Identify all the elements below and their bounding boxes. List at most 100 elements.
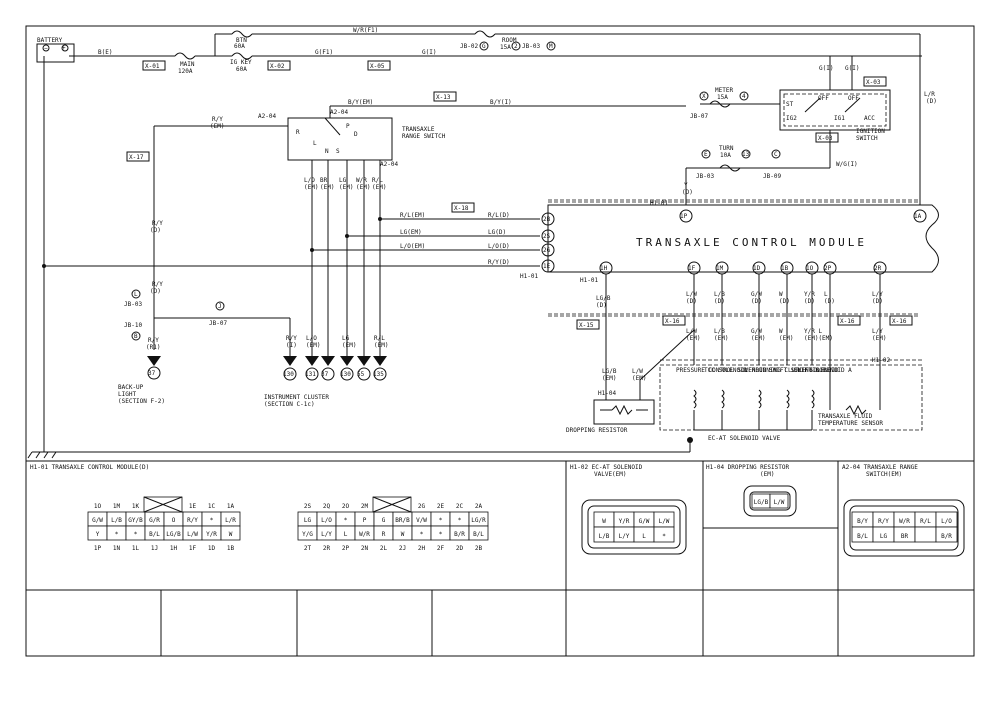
cluster-pin-arrow bbox=[321, 356, 335, 366]
conn-h101b-cell-text: * bbox=[439, 531, 443, 538]
tcm-output-em-label: W(EM) bbox=[779, 328, 793, 342]
conn-a204-housing bbox=[843, 499, 965, 557]
tcm-output-em-label: G/W(EM) bbox=[751, 328, 765, 342]
svg-text:R: R bbox=[296, 129, 300, 136]
svg-text:R/Y(D): R/Y(D) bbox=[150, 220, 163, 234]
conn-h101b-cell-text: L/Y bbox=[321, 531, 332, 538]
rs-x13: X-13 bbox=[436, 94, 451, 101]
conn-h101b-cell-text: BR/B bbox=[395, 517, 410, 524]
cluster-pin-arrow bbox=[340, 356, 354, 366]
conn-h101a-cell-text: * bbox=[115, 531, 119, 538]
conn-h104-title: H1-04 DROPPING RESISTOR(EM) bbox=[706, 464, 789, 478]
cluster-wire-label: R/L(EM) bbox=[374, 335, 388, 349]
tcm-output-d-label: L/B(D) bbox=[714, 291, 725, 305]
conn-pin-number: 2R bbox=[323, 545, 331, 552]
conn-h101a-cell-text: R/Y bbox=[187, 517, 198, 524]
conn-h102-cell-text: L/Y bbox=[619, 533, 630, 540]
tcm-output-d-label: G/W(D) bbox=[751, 291, 762, 305]
battery-label: BATTERY bbox=[37, 37, 63, 44]
svg-text:1P: 1P bbox=[680, 213, 688, 220]
svg-text:D: D bbox=[354, 131, 358, 138]
wire-by-em: B/Y(EM) bbox=[348, 99, 373, 106]
conn-h102-cell-text: L/W bbox=[659, 518, 670, 525]
conn-h104-cell-text: LG/B bbox=[754, 499, 769, 506]
cluster-pin-37 bbox=[321, 367, 335, 381]
tcm-output-d-label: L/Y(D) bbox=[872, 291, 883, 305]
tcm-module-box bbox=[547, 204, 939, 273]
conn-h101a-cell-text: G/W bbox=[92, 517, 103, 524]
ign-gi2: G(I) bbox=[845, 65, 859, 72]
conn-pin-number: 1K bbox=[132, 503, 140, 510]
conn-pin-number: 2B bbox=[475, 545, 483, 552]
solenoid-coil-symbol bbox=[721, 389, 725, 409]
conn-h101a-cell-text: L/W bbox=[187, 531, 198, 538]
conn-a204-cell bbox=[935, 526, 958, 543]
rs-a204c: A2-04 bbox=[380, 161, 398, 168]
svg-text:J: J bbox=[218, 303, 222, 310]
solenoid-coil-symbol bbox=[811, 389, 815, 409]
conn-h101a-cell-text: LG/B bbox=[166, 531, 181, 538]
conn-h101b-cell-text: R bbox=[382, 531, 386, 538]
conn-h102-cell-text: L/B bbox=[599, 533, 610, 540]
conn-pin-number: 1B bbox=[227, 545, 235, 552]
cluster-pin-135 bbox=[373, 367, 387, 381]
conn-h101b-cell-text: * bbox=[420, 531, 424, 538]
h102-label: H1-02 bbox=[872, 357, 890, 364]
tcm-pin-2S bbox=[541, 229, 555, 243]
svg-text:L: L bbox=[313, 140, 317, 147]
svg-text:S: S bbox=[336, 148, 340, 155]
tcm-h101b: H1-01 bbox=[520, 273, 538, 280]
conn-h101a-cell-text: * bbox=[210, 517, 214, 524]
conn-pin-number: 2G bbox=[418, 503, 426, 510]
conn-h101b-cell-text: * bbox=[439, 517, 443, 524]
tcm-input-d: R/L(D) bbox=[488, 212, 510, 219]
conn-pin-number: 1L bbox=[132, 545, 140, 552]
conn-h101b-cell-text: W bbox=[401, 531, 405, 538]
svg-text:ACC: ACC bbox=[864, 115, 875, 122]
conn-pin-number: 1A bbox=[227, 503, 235, 510]
tcm-pin-label: 1F bbox=[688, 265, 696, 272]
cluster-pin-131 bbox=[305, 367, 319, 381]
tcm-pin-label: 2S bbox=[543, 233, 551, 240]
conn-pin-number: 2M bbox=[361, 503, 369, 510]
tcm-x16a: X-16 bbox=[665, 318, 680, 325]
conn-h101b-cell-text: P bbox=[363, 517, 367, 524]
conn-a204-cell bbox=[914, 526, 937, 543]
conn-pin-number: 1J bbox=[151, 545, 158, 552]
svg-text:OFF: OFF bbox=[848, 95, 859, 102]
svg-text:X: X bbox=[702, 93, 706, 100]
ign-x03b: X-03 bbox=[818, 135, 833, 142]
cluster-wire-label: LG(EM) bbox=[342, 335, 356, 349]
conn-h101a-cell-text: * bbox=[134, 531, 138, 538]
conn-h104-cell-text: L/W bbox=[774, 499, 785, 506]
conn-h101a-cell-text: Y bbox=[96, 531, 100, 538]
conn-h101a-cell-text: W bbox=[229, 531, 233, 538]
wire-wg-i: W/G(I) bbox=[836, 161, 858, 168]
cluster-pin-arrow bbox=[357, 356, 371, 366]
tcm-pin-1a bbox=[913, 209, 927, 223]
conn-h101a-cell-text: G/R bbox=[149, 517, 160, 524]
solenoid-coil-symbol bbox=[758, 389, 762, 409]
tcm-pin-label: 1M bbox=[716, 265, 724, 272]
range-switch-wire-label: W/R(EM) bbox=[356, 177, 370, 191]
x01-connector: X-01 bbox=[145, 63, 160, 70]
conn-pin-number: 2T bbox=[304, 545, 312, 552]
conn-h101b-cell-text: * bbox=[458, 517, 462, 524]
conn-pin-number: 2S bbox=[304, 503, 312, 510]
ignition-switch: ST IG2 OFF OFF IG1 ACC bbox=[779, 89, 891, 131]
igkey-fuse-symbol bbox=[231, 52, 253, 60]
svg-text:Y(D): Y(D) bbox=[682, 182, 693, 196]
solenoid-label: SHIFT SOLENOID B bbox=[769, 367, 827, 374]
battery: − + BATTERY bbox=[36, 37, 75, 63]
tcm-output-d-label: L/W(D) bbox=[686, 291, 697, 305]
cluster-pin-label: 130 bbox=[283, 371, 294, 378]
x02-connector: X-02 bbox=[270, 63, 285, 70]
conn-h101a-cell-text: L/R bbox=[225, 517, 236, 524]
conn-h102-cell-text: Y/R bbox=[619, 518, 630, 525]
conn-h101b-cell-text: G bbox=[382, 517, 386, 524]
